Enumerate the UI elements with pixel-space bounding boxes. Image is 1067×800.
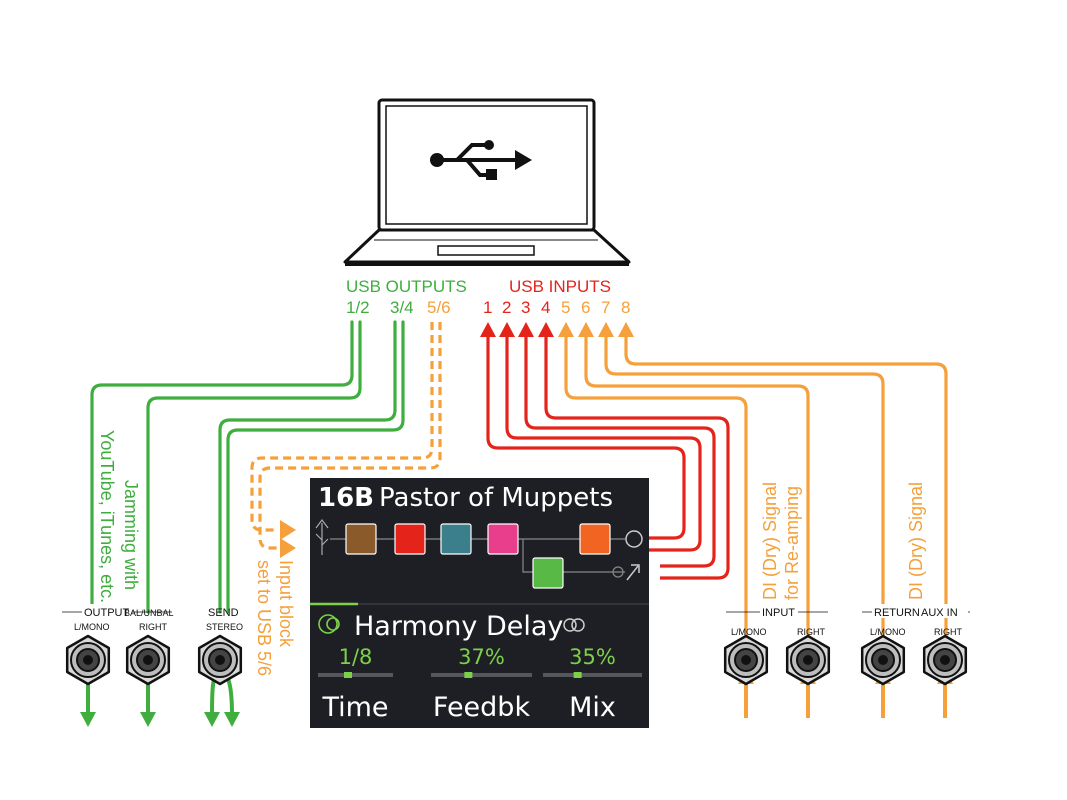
usb-input-3: 3 <box>521 298 530 317</box>
delay-icon <box>318 614 340 634</box>
usb-input-4: 4 <box>541 298 550 317</box>
param-bar-fill <box>573 672 582 678</box>
usb-icon <box>430 140 532 180</box>
jack-icon <box>65 634 111 686</box>
block-name: Harmony Delay <box>354 611 563 642</box>
jack-icon <box>723 634 769 686</box>
usb-input-6: 6 <box>581 298 590 317</box>
fx-block <box>487 523 519 555</box>
send-stereo: STEREO <box>206 622 243 632</box>
param-value: 1/8 <box>339 645 373 669</box>
signal-path <box>330 530 643 581</box>
stereo-icon <box>563 618 585 632</box>
jack-icon <box>922 634 968 686</box>
usb-output-1-2: 1/2 <box>346 298 370 317</box>
orange-cables <box>564 332 948 645</box>
output-title: OUTPUT <box>84 607 130 619</box>
param-value: 37% <box>458 645 505 669</box>
jack-icon <box>785 634 831 686</box>
preset-number: 16B <box>318 483 374 513</box>
param-label: Time <box>321 692 388 723</box>
usb-outputs-label: USB OUTPUTS <box>346 277 467 296</box>
param-bar-track <box>543 673 642 677</box>
return-aux-jack-labels: RETURN AUX IN L/MONO RIGHT <box>862 604 970 637</box>
orange-dashed-cable <box>250 322 442 550</box>
di-signal-note: DI (Dry) Signal <box>906 482 926 600</box>
di-reamp-note-line1: DI (Dry) Signal <box>760 482 780 600</box>
usb-output-5-6: 5/6 <box>427 298 451 317</box>
return-title: RETURN <box>874 607 920 619</box>
usb-input-8: 8 <box>621 298 630 317</box>
param-label: Mix <box>569 692 616 723</box>
orange-up-arrows <box>558 322 634 337</box>
auxin-title: AUX IN <box>921 607 958 619</box>
usb-input-5: 5 <box>561 298 570 317</box>
input-arrow-1 <box>280 520 296 540</box>
input-jack-labels: INPUT L/MONO RIGHT <box>726 604 828 637</box>
usb-input-1: 1 <box>483 298 492 317</box>
jack-icon <box>860 634 906 686</box>
output-right: RIGHT <box>139 622 168 632</box>
fx-block <box>394 523 426 555</box>
input-lmono: L/MONO <box>731 627 767 637</box>
green-cables <box>90 320 405 614</box>
fx-block <box>579 523 611 555</box>
input-title: INPUT <box>762 607 795 619</box>
send-jack-labels: SEND STEREO <box>206 607 243 632</box>
param-bar-fill <box>344 672 352 678</box>
preset-name: Pastor of Muppets <box>379 483 613 513</box>
param-label: Feedbk <box>433 692 531 723</box>
usb-input-icon <box>315 519 329 555</box>
send-title: SEND <box>208 607 239 619</box>
fx-block <box>440 523 472 555</box>
output-lmono: L/MONO <box>74 622 110 632</box>
param-value: 35% <box>569 645 616 669</box>
fx-block <box>345 523 377 555</box>
auxin-right: RIGHT <box>934 627 963 637</box>
input-right: RIGHT <box>797 627 826 637</box>
input-block-note-line1: Input block <box>276 560 296 648</box>
device-screen: 16B Pastor of Muppets Harmony Delay <box>310 478 649 728</box>
red-cables <box>486 332 730 580</box>
usb-input-2: 2 <box>502 298 511 317</box>
input-block-note-line2: set to USB 5/6 <box>254 560 274 676</box>
param-bar-fill <box>464 672 473 678</box>
jack-icon <box>125 634 171 686</box>
fx-blocks <box>345 523 611 589</box>
output-jack-labels: OUTPUT L/MONO BAL/UNBAL RIGHT <box>62 604 174 632</box>
usb-output-3-4: 3/4 <box>390 298 414 317</box>
input-arrow-2 <box>280 538 296 558</box>
return-lmono: L/MONO <box>870 627 906 637</box>
red-up-arrows <box>480 322 554 337</box>
fx-block <box>532 557 564 589</box>
param-bar-track <box>431 673 532 677</box>
output-bal: BAL/UNBAL <box>124 608 174 618</box>
di-reamp-note-line2: for Re-amping <box>782 486 802 600</box>
jacks-group <box>65 634 968 686</box>
jack-icon <box>197 634 243 686</box>
usb-inputs-label: USB INPUTS <box>509 277 611 296</box>
usb-input-7: 7 <box>601 298 610 317</box>
laptop-icon <box>343 98 631 266</box>
jamming-note-line1: Jamming with <box>121 480 141 590</box>
orange-jack-arrows <box>738 669 953 718</box>
param-bar-track <box>318 673 393 677</box>
jamming-note-line2: YouTube, iTunes, etc. <box>97 430 117 603</box>
